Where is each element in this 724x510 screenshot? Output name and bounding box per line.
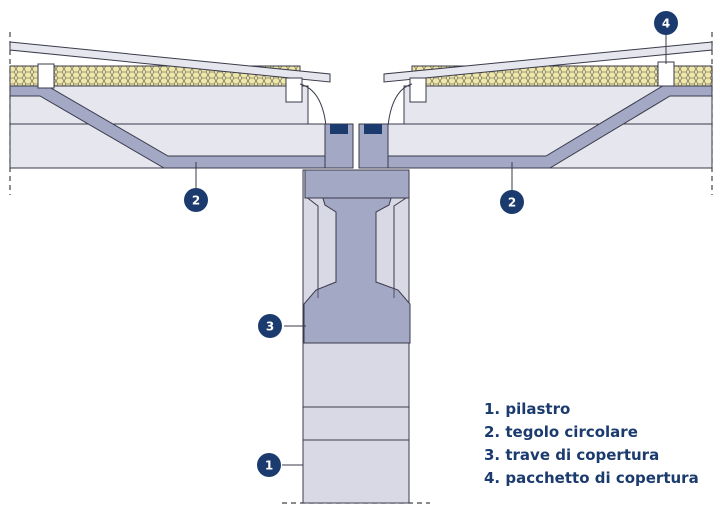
roof-beam (303, 169, 411, 344)
legend-item-pilastro: 1. pilastro (484, 400, 571, 418)
marker-3-label: 3 (266, 320, 274, 334)
left-roof-element (9, 41, 354, 169)
legend-item-pacchetto-di-copertura: 4. pacchetto di copertura (484, 469, 699, 487)
marker-2-right-label: 2 (508, 196, 516, 210)
marker-4-label: 4 (662, 17, 670, 31)
marker-2-left: 2 (184, 188, 208, 212)
legend-item-trave-di-copertura: 3. trave di copertura (484, 446, 660, 464)
legend-item-tegolo-circolare: 2. tegolo circolare (484, 423, 638, 441)
marker-2-left-label: 2 (192, 194, 200, 208)
marker-1-label: 1 (265, 459, 273, 473)
right-roof-element (358, 41, 713, 169)
marker-4: 4 (654, 11, 678, 35)
marker-1: 1 (257, 453, 281, 477)
legend: 1. pilastro 2. tegolo circolare 3. trave… (484, 398, 699, 490)
marker-3: 3 (258, 314, 282, 338)
marker-2-right: 2 (500, 190, 524, 214)
